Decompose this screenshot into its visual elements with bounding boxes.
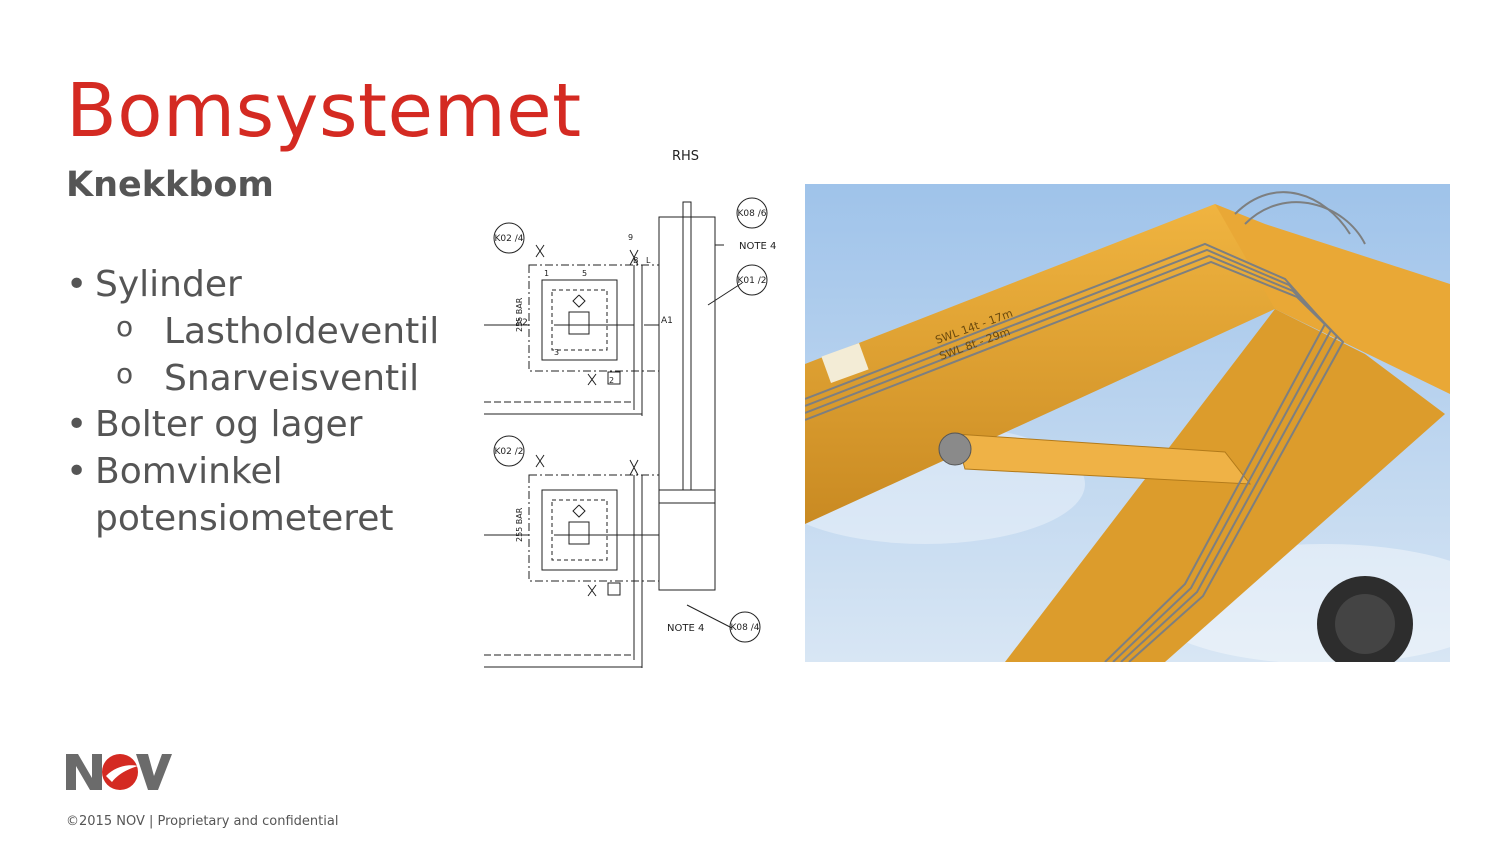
info-plate [821, 343, 869, 383]
bullet-dot: • [66, 451, 88, 493]
tag-text: K08 /4 [731, 623, 760, 633]
valve-block-lower [484, 454, 660, 668]
lower-boom [1005, 309, 1445, 662]
port-label-l: L [646, 256, 651, 265]
sub-bullet-text: Lastholdeventil [164, 310, 440, 352]
tag-text: K02 /2 [495, 447, 524, 457]
schematic-rhs-label: RHS [672, 149, 699, 164]
note-label: NOTE 4 [739, 241, 776, 252]
cylinder-pin [938, 432, 972, 466]
hydraulic-pipes [805, 191, 1366, 662]
port-label-b: B [633, 256, 639, 265]
tag-k08-4: K08 /4 [729, 611, 761, 643]
boom-knuckle [1215, 204, 1450, 394]
valve-block-upper [484, 244, 660, 416]
port-label-2: 2 [609, 376, 614, 385]
crane-boom-illustration: SWL 14t - 17m SWL 8t - 29m [805, 184, 1450, 662]
bullet-list: • Sylinder o Lastholdeventil o Snarveisv… [66, 262, 466, 543]
nov-logo-mark [66, 754, 172, 790]
slide-subtitle: Knekkbom [66, 165, 274, 205]
port-label-9: 9 [628, 233, 633, 242]
winch-hub [1335, 594, 1395, 654]
pressure-label: 255 BAR [515, 507, 524, 542]
tag-text: K01 /2 [738, 276, 767, 286]
cylinder-symbol [658, 201, 743, 629]
port-label-a2: A2 [516, 318, 528, 328]
tag-k02-4: K02 /4 [493, 222, 525, 254]
tag-k01-2: K01 /2 [736, 264, 768, 296]
port-label-a1: A1 [661, 316, 673, 326]
port-label-1: 1 [544, 269, 549, 278]
bullet-item: • Bolter og lager [66, 402, 466, 449]
bullet-text: Sylinder [95, 264, 242, 305]
bullet-dot: • [66, 264, 88, 305]
bullet-text: Bolter og lager [95, 404, 363, 446]
sub-bullet-item: o Lastholdeventil [66, 309, 466, 356]
sub-bullet-ring: o [116, 356, 134, 390]
bullet-item: • Sylinder [66, 262, 466, 309]
tag-k08-6: K08 /6 [736, 197, 768, 229]
tag-text: K02 /4 [495, 234, 524, 244]
upper-boom [805, 204, 1275, 524]
sub-bullet-item: o Snarveisventil [66, 356, 466, 403]
note-label: NOTE 4 [667, 623, 704, 634]
port-label-3: 3 [554, 348, 559, 357]
bullet-text: Bomvinkel potensiometeret [95, 451, 394, 539]
nov-logo [66, 752, 172, 792]
slide-title: Bomsystemet [66, 68, 582, 154]
tag-k02-2: K02 /2 [493, 435, 525, 467]
pressure-label: 255 BAR [515, 297, 524, 332]
tag-text: K08 /6 [738, 209, 767, 219]
sub-bullet-text: Snarveisventil [164, 357, 420, 399]
bullet-item: • Bomvinkel potensiometeret [66, 449, 466, 543]
copyright-footer: ©2015 NOV | Proprietary and confidential [66, 814, 339, 829]
bullet-dot: • [66, 404, 88, 446]
port-label-5: 5 [582, 269, 587, 278]
sub-bullet-ring: o [116, 309, 134, 343]
hydraulic-schematic: RHS A2 A1 B L 1 3 5 9 2 255 BA [484, 149, 776, 668]
crane-boom-photo: SWL 14t - 17m SWL 8t - 29m [805, 184, 1450, 662]
